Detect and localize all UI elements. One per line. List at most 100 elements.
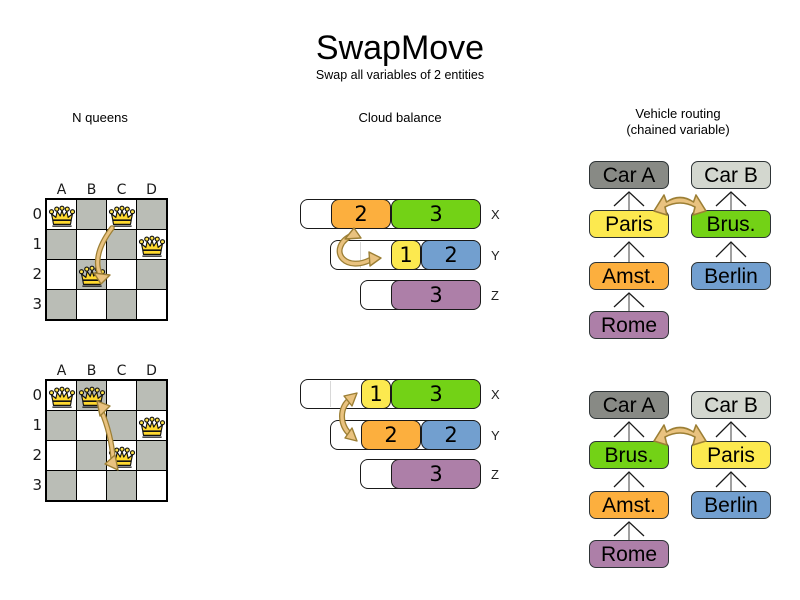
row-label-y: Y: [491, 248, 500, 263]
capacity-divider: [330, 381, 331, 407]
cloud-process: 2: [331, 198, 391, 229]
cloud-process: 3: [391, 378, 481, 409]
swap-arrow-icon: [653, 194, 707, 216]
board-cell-C0: [107, 381, 136, 410]
nqueens-header: N queens: [72, 110, 128, 125]
cloud-process: 2: [421, 239, 481, 270]
chain-arrow-icon: [613, 421, 645, 441]
vr-box-car-b: Car B: [691, 161, 771, 189]
vr-box-label: Rome: [600, 542, 658, 566]
cloud-computer-z: 3: [360, 458, 481, 489]
vr-box-car-b: Car B: [691, 391, 771, 419]
nqueens-board-after: A B C D 0 1 2 3: [25, 363, 175, 513]
capacity-divider: [360, 242, 361, 268]
vr-box-label: Paris: [707, 443, 755, 467]
row-label-z: Z: [491, 467, 499, 482]
page-subtitle: Swap all variables of 2 entities: [315, 68, 485, 82]
chain-arrow-icon: [715, 241, 747, 262]
board-cell-D2: [137, 441, 166, 470]
row-label-x: X: [491, 207, 500, 222]
board-cell-C1: [107, 230, 136, 259]
process-size: 1: [369, 381, 383, 406]
board-cell-D3: [137, 290, 166, 319]
vr-box-city: Rome: [589, 311, 669, 339]
vehicle-header: Vehicle routing (chained variable): [578, 106, 778, 138]
vr-box-city: Paris: [589, 210, 669, 238]
board-col-label: A: [56, 182, 67, 198]
cloud-process: 1: [391, 239, 421, 270]
board-row-label: 1: [32, 416, 42, 434]
cloud-process: 3: [391, 198, 481, 229]
board-cell-B3: [77, 290, 106, 319]
vr-box-label: Amst.: [602, 493, 656, 517]
board-cell-A2: [47, 260, 76, 289]
nqueens-board-before: A B C D 0 1 2 3: [25, 182, 175, 332]
page-title: SwapMove: [315, 29, 485, 67]
vr-box-label: Car A: [602, 393, 656, 417]
vr-box-label: Rome: [600, 313, 658, 337]
row-label-x: X: [491, 387, 500, 402]
vr-box-city: Brus.: [691, 210, 771, 238]
vr-box-label: Brus.: [604, 443, 654, 467]
process-size: 3: [429, 201, 443, 226]
vr-box-label: Car A: [602, 163, 656, 187]
queen-icon: [48, 205, 76, 228]
board-cell-D0: [137, 381, 166, 410]
vr-box-city: Paris: [691, 441, 771, 469]
vr-box-label: Car B: [704, 163, 758, 187]
swap-arrow-icon: [336, 227, 382, 267]
cloud-computer-x: 2 3: [300, 198, 481, 229]
row-label-y: Y: [491, 428, 500, 443]
board-cell-A1: [47, 411, 76, 440]
cloud-process: 2: [421, 419, 481, 450]
row-label-z: Z: [491, 288, 499, 303]
process-size: 2: [444, 422, 458, 447]
board-cell-A2: [47, 441, 76, 470]
vehicle-header-line1: Vehicle routing: [635, 106, 721, 121]
queen-icon: [48, 386, 76, 409]
board-col-label: C: [116, 182, 127, 198]
vr-box-car-a: Car A: [589, 161, 669, 189]
cloud-process: 1: [361, 378, 391, 409]
board-col-label: C: [116, 363, 127, 379]
board-cell-B0: [77, 200, 106, 229]
board-cell-C2: [107, 260, 136, 289]
vr-box-label: Berlin: [704, 493, 758, 517]
chessboard: [45, 379, 168, 502]
board-row-label: 0: [32, 386, 42, 404]
board-row-label: 1: [32, 235, 42, 253]
board-col-label: D: [146, 182, 157, 198]
queen-icon: [108, 205, 136, 228]
cloud-process: 3: [391, 458, 481, 489]
vr-box-label: Brus.: [706, 212, 756, 236]
board-cell-C3: [107, 290, 136, 319]
chain-arrow-icon: [715, 421, 747, 441]
process-size: 3: [429, 461, 443, 486]
swap-arrow-icon: [653, 424, 707, 446]
cloud-computer-x: 1 3: [300, 378, 481, 409]
vr-box-city: Rome: [589, 540, 669, 568]
cloud-header: Cloud balance: [358, 110, 442, 125]
board-cell-A3: [47, 290, 76, 319]
process-size: 2: [354, 201, 368, 226]
vr-box-city: Amst.: [589, 491, 669, 519]
board-cell-C3: [107, 471, 136, 500]
process-size: 2: [384, 422, 398, 447]
board-col-label: D: [146, 363, 157, 379]
board-cell-B3: [77, 471, 106, 500]
board-col-label: A: [56, 363, 67, 379]
board-row-label: 3: [32, 476, 42, 494]
vr-box-city: Brus.: [589, 441, 669, 469]
chessboard: [45, 198, 168, 321]
chain-arrow-icon: [613, 292, 645, 311]
vr-box-car-a: Car A: [589, 391, 669, 419]
queen-icon: [138, 416, 166, 439]
board-cell-B2: [77, 441, 106, 470]
board-col-label: B: [86, 363, 97, 379]
board-row-label: 0: [32, 205, 42, 223]
vr-box-label: Amst.: [602, 264, 656, 288]
process-size: 2: [444, 242, 458, 267]
vr-box-city: Berlin: [691, 262, 771, 290]
cloud-process: 3: [391, 279, 481, 310]
